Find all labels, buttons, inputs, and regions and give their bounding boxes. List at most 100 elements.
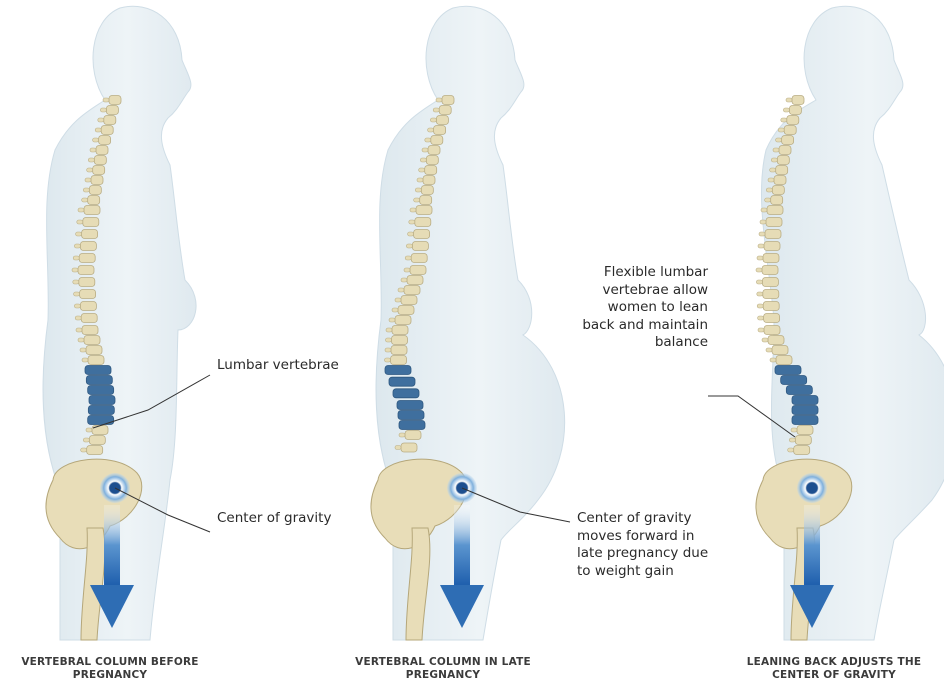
vertebra-process — [385, 358, 391, 362]
vertebra — [764, 242, 780, 251]
vertebra-process — [758, 244, 764, 248]
vertebra — [442, 96, 454, 105]
vertebra — [439, 106, 451, 115]
panel-before — [43, 6, 196, 640]
vertebra-process — [98, 118, 104, 122]
vertebra-process — [420, 158, 426, 162]
vertebra-process — [405, 256, 411, 260]
vertebra-process — [757, 292, 763, 296]
vertebra — [420, 196, 432, 205]
vertebra — [789, 106, 801, 115]
vertebra-process — [78, 338, 84, 342]
vertebra-process — [88, 158, 94, 162]
lumbar-vertebra — [385, 366, 411, 375]
lumbar-vertebra — [398, 411, 424, 420]
lumbar-vertebra — [399, 421, 425, 430]
vertebra — [87, 446, 103, 455]
vertebra — [407, 276, 423, 285]
caption-late-pregnancy: VERTEBRAL COLUMN IN LATE PREGNANCY — [333, 656, 553, 682]
lumbar-vertebra — [781, 376, 807, 385]
caption-leaning-back: LEANING BACK ADJUSTS THE CENTER OF GRAVI… — [724, 656, 944, 682]
vertebra-process — [95, 128, 101, 132]
lumbar-vertebra — [88, 386, 114, 395]
vertebra-process — [404, 268, 410, 272]
vertebra — [411, 254, 427, 263]
vertebra-process — [786, 98, 792, 102]
lumbar-vertebra — [786, 386, 812, 395]
vertebra — [426, 156, 438, 165]
vertebra — [104, 116, 116, 125]
vertebra-process — [78, 208, 84, 212]
vertebra-process — [395, 298, 401, 302]
vertebra-process — [100, 108, 106, 112]
vertebra-process — [81, 448, 87, 452]
vertebra — [434, 126, 446, 135]
vertebra-process — [103, 98, 109, 102]
vertebra-process — [385, 348, 391, 352]
vertebra-process — [762, 338, 768, 342]
vertebra-process — [778, 128, 784, 132]
vertebra-process — [406, 244, 412, 248]
vertebra — [82, 326, 98, 335]
vertebra-process — [433, 108, 439, 112]
panel-leaning — [756, 6, 944, 640]
vertebra — [765, 230, 781, 239]
vertebra — [795, 436, 811, 445]
vertebra — [401, 443, 417, 452]
vertebra — [777, 156, 789, 165]
vertebra — [80, 242, 96, 251]
vertebra — [763, 290, 779, 299]
lumbar-vertebra — [792, 396, 818, 405]
vertebra — [787, 116, 799, 125]
vertebra-process — [788, 448, 794, 452]
lumbar-vertebra — [792, 416, 818, 425]
vertebra — [436, 116, 448, 125]
vertebra-process — [415, 188, 421, 192]
vertebra — [79, 278, 95, 287]
vertebra — [794, 446, 810, 455]
panel-late — [371, 6, 565, 640]
vertebra-process — [428, 128, 434, 132]
vertebra — [391, 356, 407, 365]
vertebra — [766, 218, 782, 227]
vertebra-process — [773, 148, 779, 152]
vertebra — [764, 326, 780, 335]
center-of-gravity-label: Center of gravity — [217, 510, 331, 528]
vertebra-process — [766, 188, 772, 192]
vertebra-process — [768, 178, 774, 182]
flexible-lumbar-label: Flexible lumbar vertebrae allow women to… — [580, 264, 708, 352]
vertebra-process — [770, 358, 776, 362]
vertebra-process — [392, 308, 398, 312]
caption-before-pregnancy: VERTEBRAL COLUMN BEFORE PREGNANCY — [0, 656, 220, 682]
lumbar-vertebrae-label: Lumbar vertebrae — [217, 357, 339, 375]
lumbar-vertebra — [393, 389, 419, 398]
vertebra-process — [770, 168, 776, 172]
vertebra-process — [74, 304, 80, 308]
vertebra — [109, 96, 121, 105]
vertebra — [88, 196, 100, 205]
vertebra-process — [399, 433, 405, 437]
vertebra — [86, 346, 102, 355]
vertebra — [423, 176, 435, 185]
vertebra — [89, 186, 101, 195]
vertebra — [398, 306, 414, 315]
lumbar-vertebra — [792, 406, 818, 415]
gravity-arrow-shaft — [804, 505, 820, 585]
vertebra — [425, 166, 437, 175]
vertebra — [412, 242, 428, 251]
vertebra — [776, 166, 788, 175]
vertebra — [782, 136, 794, 145]
vertebra-process — [85, 178, 91, 182]
vertebra-process — [80, 348, 86, 352]
vertebra — [428, 146, 440, 155]
vertebra-process — [758, 328, 764, 332]
vertebra-process — [771, 158, 777, 162]
vertebra — [82, 230, 98, 239]
lumbar-vertebra — [775, 366, 801, 375]
vertebra-process — [82, 358, 88, 362]
vertebra — [763, 254, 779, 263]
vertebra-process — [408, 232, 414, 236]
lumbar-vertebra — [85, 366, 111, 375]
vertebra-process — [74, 292, 80, 296]
